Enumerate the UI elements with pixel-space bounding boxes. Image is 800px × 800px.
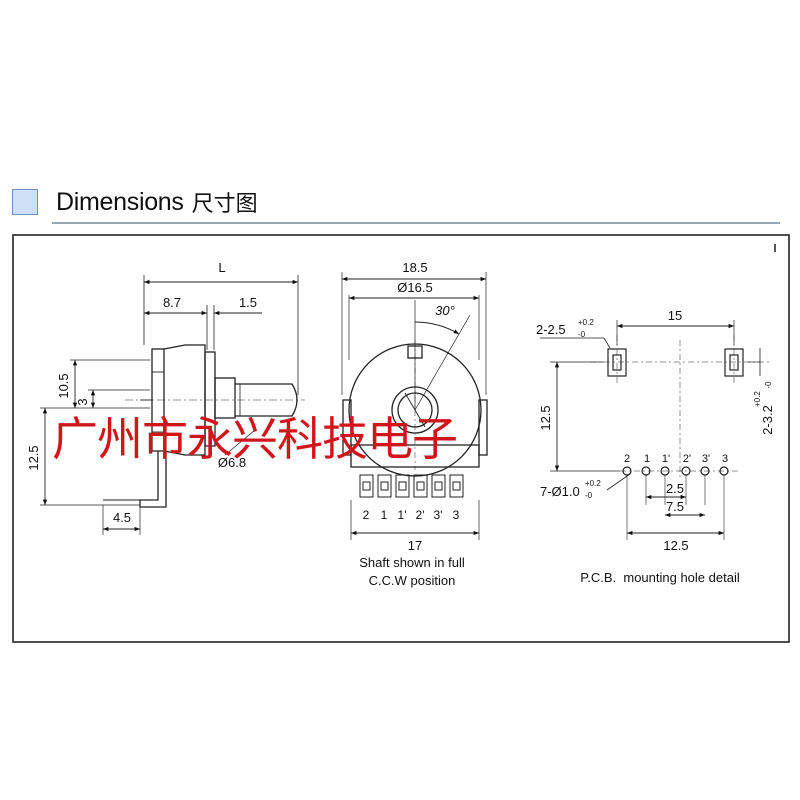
dim-17: 17 [408,538,422,553]
pcb-pin-label: 2' [683,453,691,465]
dim-slot-left-tol-plus: +0.2 [578,318,594,327]
dim-slot-right-tol-plus: +0.2 [753,391,762,407]
front-pin-label: 1' [398,508,407,522]
dim-18-5: 18.5 [402,260,427,275]
front-view [341,272,488,540]
dim-shaft-diameter: Ø6.8 [218,455,246,470]
dim-holes: 7-Ø1.0 [540,484,580,499]
front-caption-line2: C.C.W position [369,573,456,588]
front-view-labels: 18.5 Ø16.5 30° 2 1 1' 2' 3' 3 17 Shaft s… [359,260,465,588]
front-pin-label: 3' [434,508,443,522]
pcb-view-labels: 15 2-2.5 +0.2 -0 12.5 2-3.2 +0.2 -0 2 1 … [536,308,775,585]
dim-8-7: 8.7 [163,295,181,310]
front-pin-label: 1 [381,508,388,522]
section-header: Dimensions 尺寸图 [12,182,258,222]
dim-15: 15 [668,308,682,323]
dim-2-5: 2.5 [666,481,684,496]
front-caption-line1: Shaft shown in full [359,555,465,570]
front-pin-label: 3 [453,508,460,522]
pcb-pin-label: 3' [702,453,710,465]
watermark-text: 广州市永兴科技电子 [52,412,458,466]
pcb-caption: P.C.B. mounting hole detail [580,570,740,585]
front-pin-label: 2 [363,508,370,522]
pcb-pin-label: 2 [624,453,630,465]
dim-12-5-pcb: 12.5 [663,538,688,553]
dim-7-5: 7.5 [666,499,684,514]
dim-holes-tol-plus: +0.2 [585,479,601,488]
drawing-frame [12,234,790,643]
dim-L: L [218,260,225,275]
dim-10-5: 10.5 [56,373,71,398]
dim-4-5: 4.5 [113,510,131,525]
dim-angle: 30° [435,303,455,318]
pcb-view [540,320,770,540]
header-rule [52,222,780,224]
dim-slot-left: 2-2.5 [536,322,566,337]
section-title: Dimensions [56,187,184,216]
pcb-pin-label: 1 [644,453,650,465]
pcb-pin-label: 1' [662,453,670,465]
dim-12-5-vertical: 12.5 [538,405,553,430]
side-view [40,275,305,535]
dim-12-5-left: 12.5 [26,445,41,470]
front-pin-label: 2' [416,508,425,522]
pcb-pin-label: 3 [722,453,728,465]
dim-3: 3 [75,398,90,405]
dim-slot-left-tol-zero: -0 [578,330,586,339]
dim-1-5: 1.5 [239,295,257,310]
dim-16-5: Ø16.5 [397,280,432,295]
dim-slot-right-tol-zero: -0 [764,381,773,389]
dim-slot-right: 2-3.2 [760,405,775,435]
section-title-cn: 尺寸图 [191,192,258,217]
dim-holes-tol-zero: -0 [585,491,593,500]
section-square-icon [12,189,38,215]
side-view-labels: L 8.7 1.5 10.5 3 12.5 Ø6.8 4.5 [26,260,257,525]
